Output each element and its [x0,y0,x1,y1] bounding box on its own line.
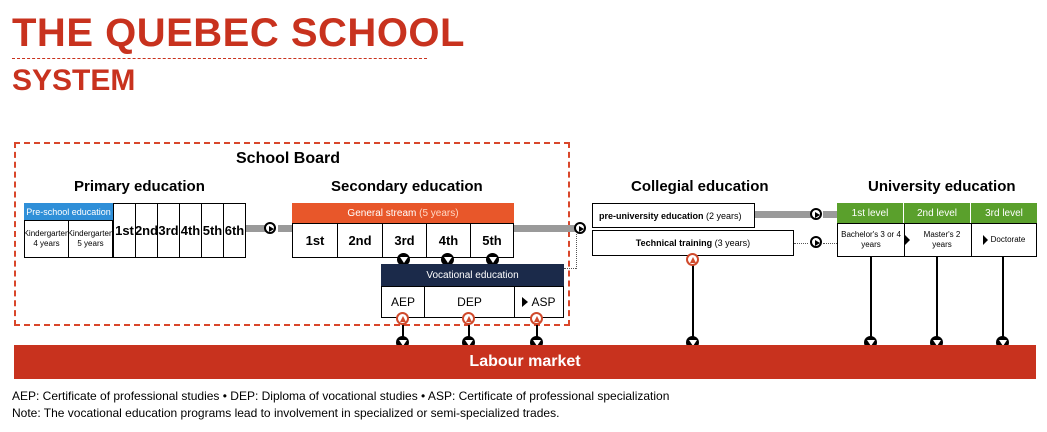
general-stream-bar: General stream (5 years) [292,203,514,223]
flow-arrow-icon [574,222,586,234]
primary-grade: 6th [223,203,246,258]
footnote-definitions: AEP: Certificate of professional studies… [12,389,670,403]
collegial-heading: Collegial education [631,178,769,195]
connector-primary-secondary [245,225,267,232]
title-divider [12,58,427,59]
doctorate-box: Doctorate [971,223,1037,257]
pre-university-box: pre-university education (2 years) [592,203,755,228]
kindergarten-4: Kindergarten 4 years [24,220,69,258]
title-line-2: SYSTEM [12,64,136,97]
kindergarten-5: Kindergarten 5 years [68,220,113,258]
down-arrow-icon [397,253,410,266]
flow-arrow-icon [810,236,822,248]
dotted-connector [576,234,577,269]
primary-grade: 3rd [157,203,180,258]
footnote-note: Note: The vocational education programs … [12,406,560,420]
dotted-connector [564,268,576,269]
school-board-label: School Board [236,150,341,167]
connector-collegial-university-2 [823,211,837,218]
up-arrow-icon [686,253,699,266]
up-arrow-icon [462,312,475,325]
masters-box: Master's 2 years [904,223,972,257]
primary-grade: 1st [113,203,136,258]
flow-arrow-icon [264,222,276,234]
university-heading: University education [868,178,1016,195]
labour-market-bar: Labour market [14,345,1036,379]
secondary-heading: Secondary education [331,178,483,195]
down-arrow-icon [486,253,499,266]
link-line [1002,257,1004,342]
vocational-bar: Vocational education [381,264,564,286]
link-line [402,318,404,342]
title-line-1: THE QUEBEC SCHOOL [12,11,465,55]
school-board-box [14,142,570,326]
connector-primary-secondary-2 [278,225,292,232]
flow-arrow-icon [810,208,822,220]
up-arrow-icon [530,312,543,325]
down-arrow-icon [441,253,454,266]
dotted-connector [823,243,837,244]
primary-grade: 5th [201,203,224,258]
connector-secondary-collegial [514,225,576,232]
univ-level-2: 2nd level [904,203,971,223]
preschool-bar: Pre-school education [24,203,113,220]
univ-level-3: 3rd level [971,203,1037,223]
dotted-connector [794,243,808,244]
link-line [536,318,538,342]
link-line [692,262,694,342]
secondary-grade: 1st [292,223,338,258]
univ-level-1: 1st level [837,203,904,223]
primary-heading: Primary education [74,178,205,195]
connector-collegial-university [755,211,811,218]
link-line [870,257,872,342]
up-arrow-icon [396,312,409,325]
primary-grade: 4th [179,203,202,258]
secondary-grade: 2nd [337,223,383,258]
link-line [468,318,470,342]
technical-training-box: Technical training (3 years) [592,230,794,256]
link-line [936,257,938,342]
bachelors-box: Bachelor's 3 or 4 years [837,223,905,257]
primary-grade: 2nd [135,203,158,258]
